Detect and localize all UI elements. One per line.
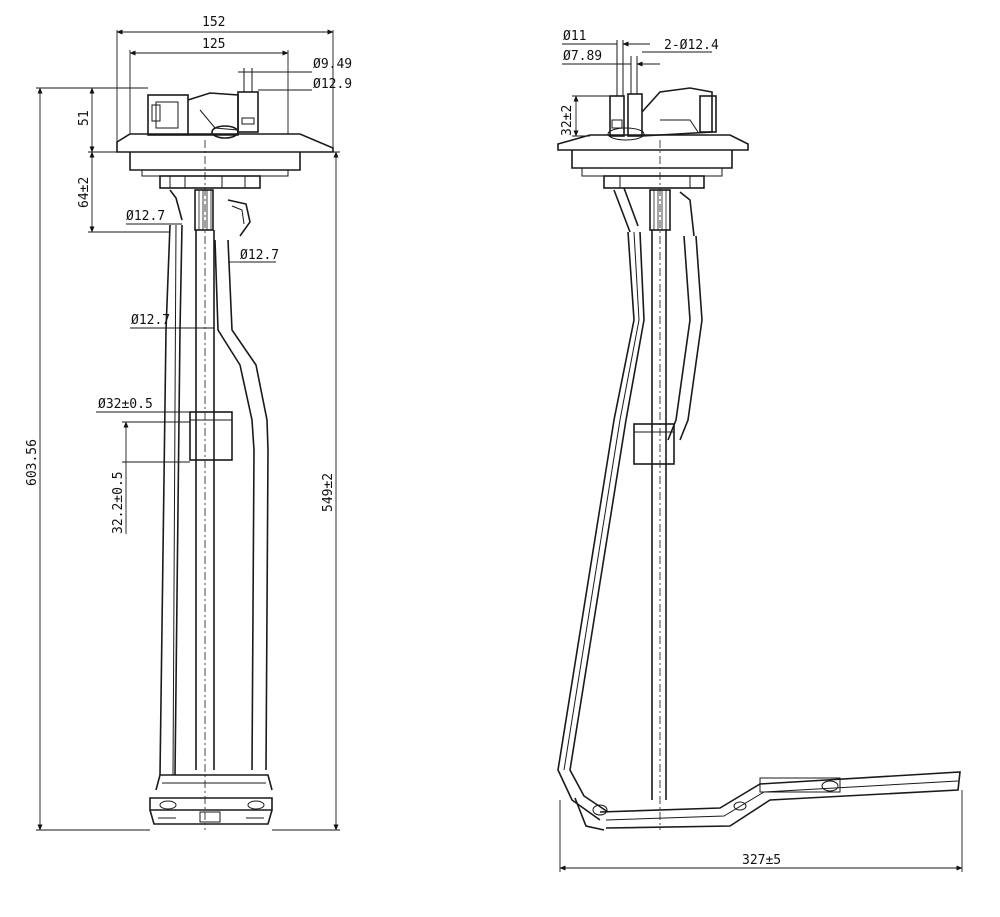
side-foot-assembly	[574, 771, 961, 831]
front-outlet-large-label: Ø12.9	[313, 77, 352, 92]
side-port-b-label: Ø7.89	[563, 49, 602, 64]
front-dimensions	[36, 29, 340, 831]
front-strainer-assembly	[149, 774, 273, 825]
front-tube-c-label: Ø12.7	[131, 313, 170, 328]
front-tube-left	[159, 224, 183, 776]
front-tube-a-label: Ø12.7	[126, 209, 165, 224]
side-dimensions	[559, 41, 963, 872]
front-collar	[189, 411, 233, 461]
side-flange-plate	[557, 134, 749, 177]
front-collar-dia-label: Ø32±0.5	[98, 397, 153, 412]
front-outlet-pipe	[237, 68, 259, 133]
side-foot-length-label: 327±5	[742, 853, 781, 868]
front-top-height-label: 51	[77, 110, 92, 126]
front-width-outer-label: 152	[202, 15, 225, 30]
side-top-ports	[607, 40, 717, 141]
side-view: Ø11 Ø7.89 2-Ø12.4 32±2 327±5	[557, 29, 963, 872]
side-tube-front	[557, 231, 645, 821]
side-fitting-cluster	[603, 140, 705, 830]
front-collar-len-label: 32.2±0.5	[111, 471, 126, 534]
front-flange-drop-label: 64±2	[77, 177, 92, 208]
front-overall-height-label: 603.56	[25, 439, 40, 486]
front-width-inner-label: 125	[202, 37, 225, 52]
side-port-pair-label: 2-Ø12.4	[664, 38, 719, 53]
front-flange-plate	[116, 133, 334, 177]
side-tube-rear	[651, 230, 703, 800]
front-connector-housing	[147, 92, 239, 139]
side-port-a-label: Ø11	[563, 29, 586, 44]
front-fitting-cluster	[159, 175, 261, 237]
front-tube-b-label: Ø12.7	[240, 248, 279, 263]
side-top-height-label: 32±2	[560, 105, 575, 136]
front-view: 152 125 Ø9.49 Ø12.9 51 64±2 Ø12.7 Ø12.7 …	[25, 15, 352, 831]
front-body-height-label: 549±2	[321, 473, 336, 512]
front-tube-center	[195, 140, 215, 830]
front-outlet-small-label: Ø9.49	[313, 57, 352, 72]
side-collar	[633, 423, 675, 465]
front-tube-right	[214, 239, 269, 771]
